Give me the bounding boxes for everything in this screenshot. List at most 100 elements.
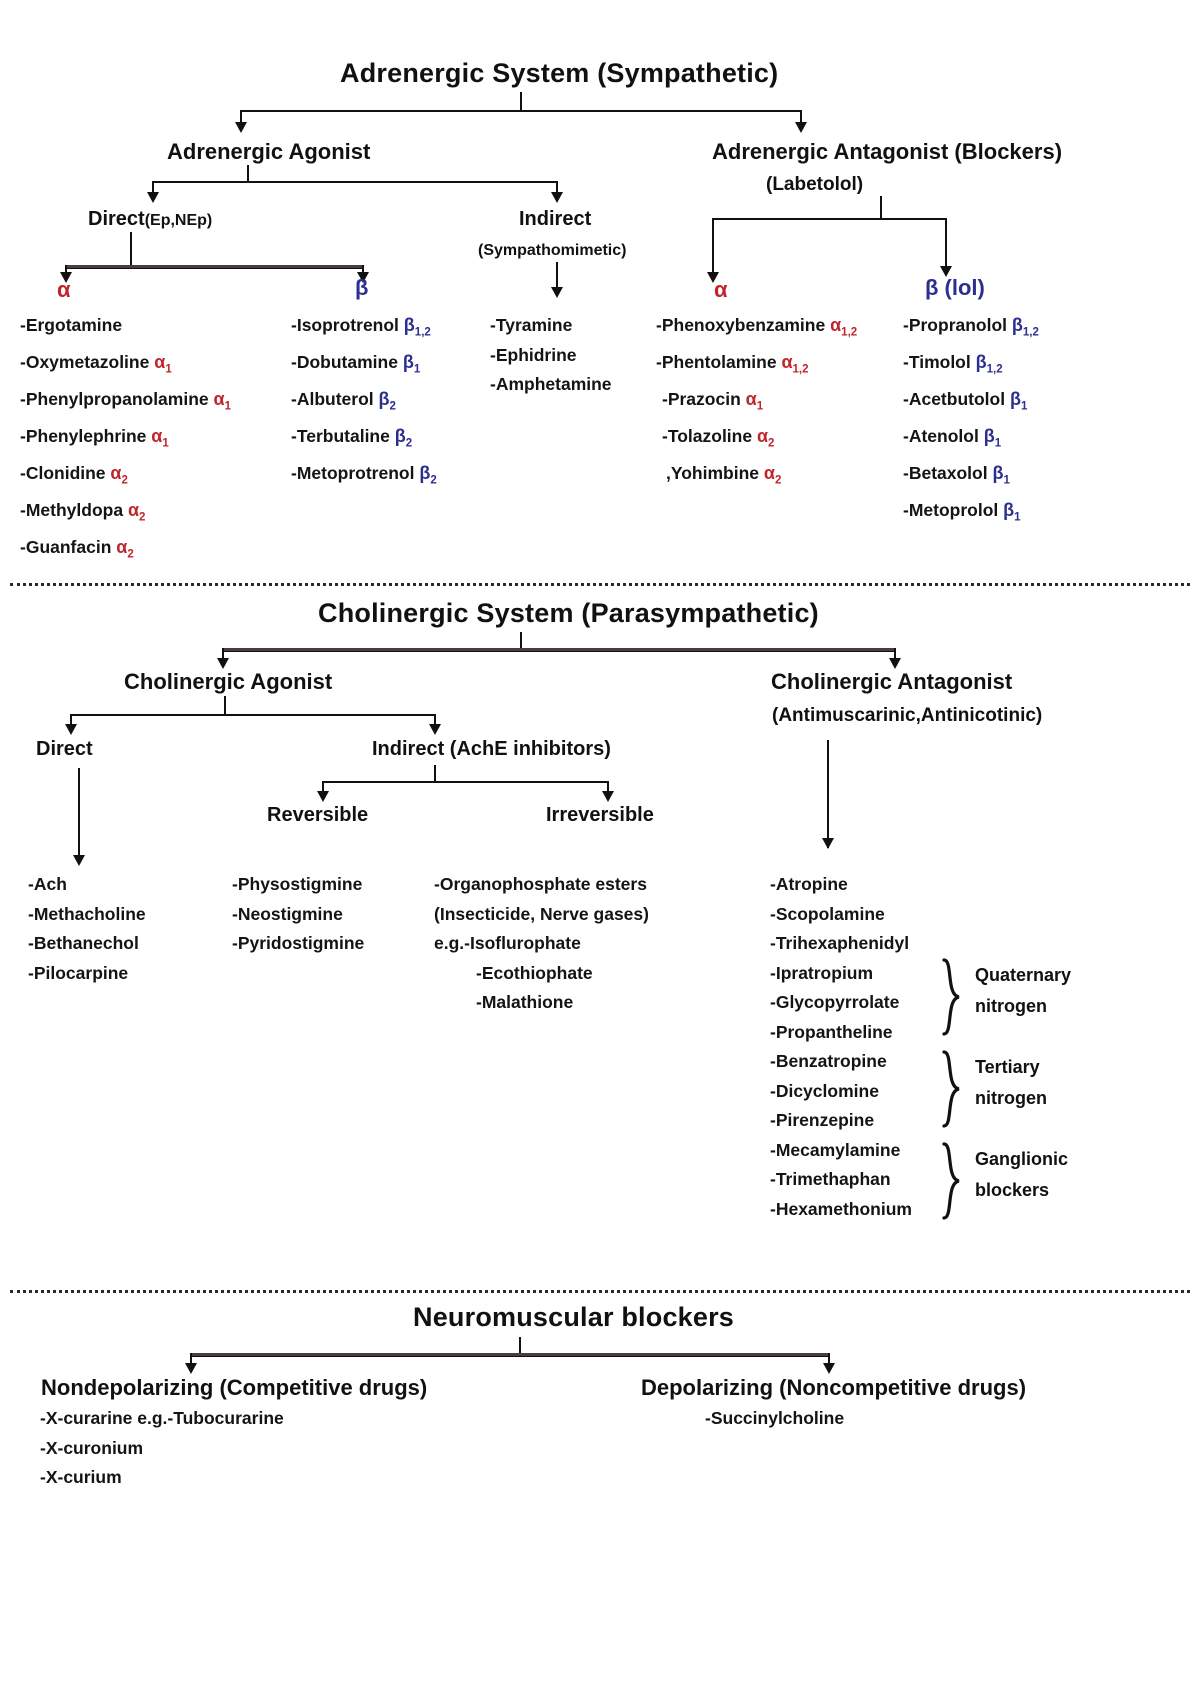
- list-item: -Atropine: [770, 874, 848, 894]
- connector-left-drop: [222, 648, 224, 661]
- arrow-down-icon: [235, 122, 247, 133]
- section-divider: [10, 1290, 1190, 1293]
- list-item: -Trihexaphenidyl: [770, 933, 910, 953]
- connector-hbar: [222, 648, 894, 651]
- list-item: -Albuterol β2: [291, 389, 396, 413]
- list-item: -X-curium: [40, 1467, 122, 1487]
- direct-beta-drug-list: -Isoprotrenol β1,2 -Dobutamine β1 -Albut…: [291, 311, 437, 496]
- direct-agonist-label: Direct(Ep,NEp): [88, 208, 212, 231]
- list-item: -Pilocarpine: [28, 962, 129, 983]
- blocker-alpha-label: α: [714, 277, 728, 302]
- arrow-down-icon: [429, 724, 441, 735]
- arrow-down-icon: [551, 287, 563, 298]
- connector-alpha-beta-rule: [65, 265, 362, 268]
- connector-left-drop: [190, 1353, 192, 1366]
- cholinergic-direct-label: Direct: [36, 738, 93, 760]
- connector-antagonist-hbar: [712, 218, 945, 220]
- connector-trunk: [519, 1337, 521, 1355]
- list-item: -X-curonium: [40, 1437, 144, 1458]
- brace-quaternary-icon: [940, 957, 966, 1037]
- connector-indirect-drop: [434, 714, 436, 727]
- cholinergic-indirect-label: Indirect (AchE inhibitors): [372, 738, 611, 760]
- adrenergic-antagonist-label: Adrenergic Antagonist (Blockers): [712, 139, 1063, 164]
- connector-reversible-drop: [322, 781, 324, 794]
- list-item: -Metoprotrenol β2: [291, 463, 437, 487]
- list-item: ,Yohimbine α2: [666, 463, 782, 487]
- connector-trunk: [520, 632, 522, 650]
- group-label-quaternary: Quaternary nitrogen: [975, 965, 1072, 1016]
- cholinergic-system-title: Cholinergic System (Parasympathetic): [318, 598, 819, 628]
- group-label-tertiary: Tertiary nitrogen: [975, 1057, 1047, 1108]
- list-item: -Hexamethonium: [770, 1198, 912, 1219]
- section-divider: [10, 583, 1190, 586]
- indirect-drug-list: -Tyramine -Ephidrine -Amphetamine: [490, 311, 612, 400]
- list-item: -Ephidrine: [490, 344, 577, 365]
- direct-alpha-drug-list: -Ergotamine -Oxymetazoline α1 -Phenylpro…: [20, 311, 231, 570]
- depolarizing-label: Depolarizing (Noncompetitive drugs): [641, 1375, 1027, 1400]
- connector-right-drop: [828, 1353, 830, 1366]
- list-item: (Insecticide, Nerve gases): [434, 903, 649, 924]
- nondepolarizing-drug-list: -X-curarine e.g.-Tubocurarine -X-curoniu…: [40, 1404, 284, 1493]
- connector-blocker-beta-drop: [945, 218, 947, 270]
- connector-irreversible-drop: [607, 781, 609, 794]
- list-item: -Timolol β1,2: [903, 352, 1003, 376]
- connector-left-drop: [240, 110, 242, 124]
- blocker-alpha-drug-list: -Phenoxybenzamine α1,2 -Phentolamine α1,…: [656, 311, 857, 496]
- list-item: -Amphetamine: [490, 374, 612, 394]
- direct-label-note: (Ep,NEp): [144, 212, 213, 229]
- list-item: -Isoprotrenol β1,2: [291, 315, 431, 339]
- arrow-down-icon: [940, 266, 952, 277]
- connector-agonist-stem: [247, 165, 249, 182]
- list-item: -Ecothiophate: [476, 962, 593, 983]
- arrow-down-icon: [185, 1363, 197, 1374]
- list-item: -Propranolol β1,2: [903, 315, 1039, 339]
- sympathomimetic-note: (Sympathomimetic): [478, 242, 627, 259]
- cholinergic-antagonist-drug-list: -Atropine -Scopolamine -Trihexaphenidyl …: [770, 870, 912, 1224]
- arrow-down-icon: [60, 272, 72, 283]
- reversible-drug-list: -Physostigmine -Neostigmine -Pyridostigm…: [232, 870, 364, 959]
- list-item: -Bethanechol: [28, 933, 139, 953]
- list-item: -Guanfacin α2: [20, 537, 134, 561]
- list-item: -Terbutaline β2: [291, 426, 413, 450]
- arrow-down-icon: [551, 192, 563, 203]
- connector-blocker-alpha-drop: [712, 218, 714, 276]
- list-item: -Trimethaphan: [770, 1169, 891, 1189]
- list-item: -Dobutamine β1: [291, 352, 421, 376]
- connector-agonist-hbar: [70, 714, 434, 716]
- indirect-agonist-label: Indirect: [519, 208, 592, 230]
- cholinergic-antagonist-label: Cholinergic Antagonist: [771, 669, 1013, 694]
- arrow-down-icon: [217, 658, 229, 669]
- connector-agonist-hbar: [152, 181, 556, 183]
- list-item: -Organophosphate esters: [434, 874, 647, 894]
- list-item: -Atenolol β1: [903, 426, 1002, 450]
- arrow-down-icon: [823, 1363, 835, 1374]
- list-item: -Mecamylamine: [770, 1139, 901, 1160]
- list-item: -Tyramine: [490, 315, 573, 335]
- list-item: -Benzatropine: [770, 1051, 887, 1071]
- connector-hbar: [240, 110, 800, 112]
- brace-ganglionic-icon: [940, 1141, 966, 1221]
- list-item: -Pyridostigmine: [232, 933, 365, 953]
- list-item: -Dicyclomine: [770, 1080, 879, 1101]
- list-item: -Physostigmine: [232, 874, 363, 894]
- connector-alpha-drop: [65, 265, 67, 276]
- list-item: -Phentolamine α1,2: [656, 352, 809, 376]
- alpha-receptor-label: α: [57, 277, 71, 302]
- antimuscarinic-note: (Antimuscarinic,Antinicotinic): [772, 705, 1043, 726]
- nondepolarizing-label: Nondepolarizing (Competitive drugs): [41, 1375, 428, 1400]
- list-item: -Propantheline: [770, 1021, 893, 1042]
- connector-indirect-stem: [556, 262, 558, 290]
- adrenergic-agonist-label: Adrenergic Agonist: [167, 139, 371, 164]
- nmb-title: Neuromuscular blockers: [413, 1302, 735, 1332]
- list-item: -Oxymetazoline α1: [20, 352, 172, 376]
- reversible-label: Reversible: [267, 804, 369, 826]
- list-item: -Ach: [28, 874, 67, 894]
- direct-label-text: Direct: [88, 208, 145, 230]
- cholinergic-agonist-label: Cholinergic Agonist: [124, 669, 333, 694]
- arrow-down-icon: [73, 855, 85, 866]
- arrow-down-icon: [602, 791, 614, 802]
- irreversible-label: Irreversible: [546, 804, 654, 826]
- adrenergic-system-title: Adrenergic System (Sympathetic): [340, 58, 779, 88]
- list-item: -Neostigmine: [232, 903, 343, 924]
- list-item: -Glycopyrrolate: [770, 992, 900, 1012]
